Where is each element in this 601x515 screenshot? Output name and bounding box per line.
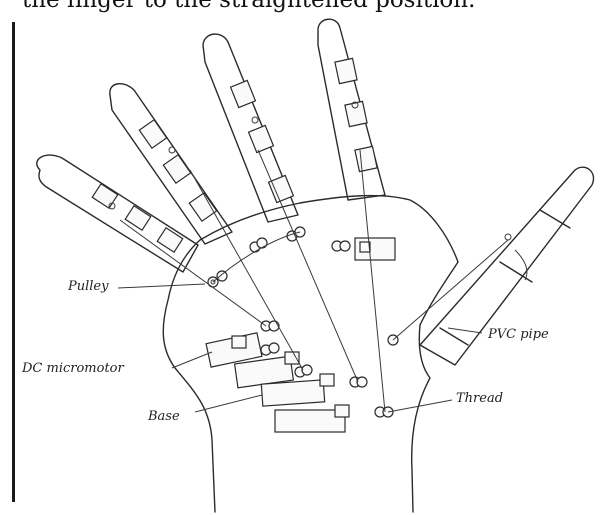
dc-micromotors [206,238,395,432]
label-thread: Thread [456,391,503,406]
label-dc-micromotor: DC micromotor [21,361,125,376]
label-pvc-pipe: PVC pipe [487,327,549,342]
middle-finger [203,34,298,222]
index-finger [318,19,385,200]
label-pulley: Pulley [67,279,109,294]
label-base: Base [147,409,180,424]
